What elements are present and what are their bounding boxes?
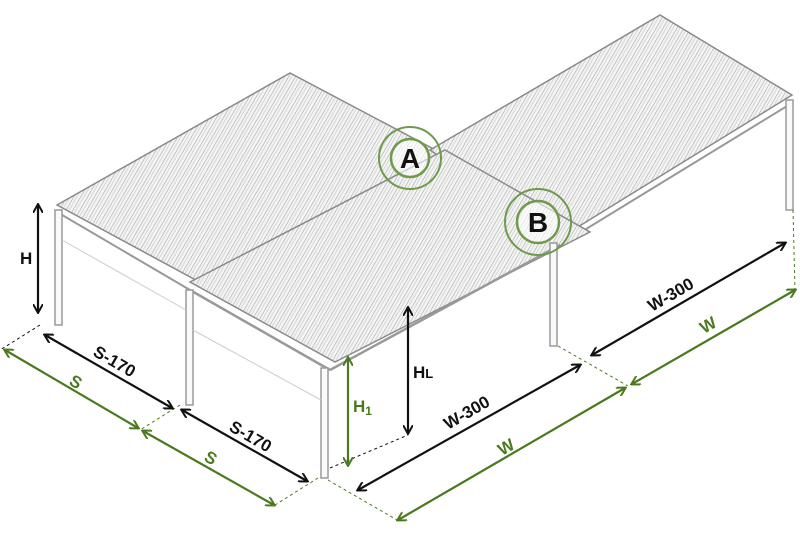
post [320, 367, 329, 479]
marker-A: A [378, 126, 442, 190]
dim-S-a [5, 350, 138, 428]
label-HL: HL [413, 363, 433, 382]
svg-text:A: A [400, 143, 420, 174]
dim-W-300-b [592, 243, 785, 355]
post [785, 99, 794, 211]
label-S-170-b: S-170 [226, 417, 275, 456]
label-H1: H1 [353, 397, 372, 418]
post [185, 289, 194, 406]
dim-W-b [632, 290, 795, 384]
dim-W-300-a [358, 365, 580, 490]
post [549, 242, 558, 347]
posts [54, 99, 794, 479]
dim-S-170-b [182, 410, 307, 481]
svg-text:B: B [528, 207, 548, 238]
label-W-300-a: W-300 [441, 392, 494, 433]
label-S-a: S [66, 371, 85, 393]
label-H: H [20, 249, 32, 268]
dim-S-b [143, 431, 274, 505]
post [54, 209, 63, 326]
roof-front-module [188, 149, 592, 372]
label-W-a: W [495, 435, 519, 460]
dim-W-a [398, 388, 625, 520]
green-dimensions [5, 290, 795, 520]
marker-B: B [504, 188, 572, 256]
dim-S-170-a [45, 335, 172, 408]
